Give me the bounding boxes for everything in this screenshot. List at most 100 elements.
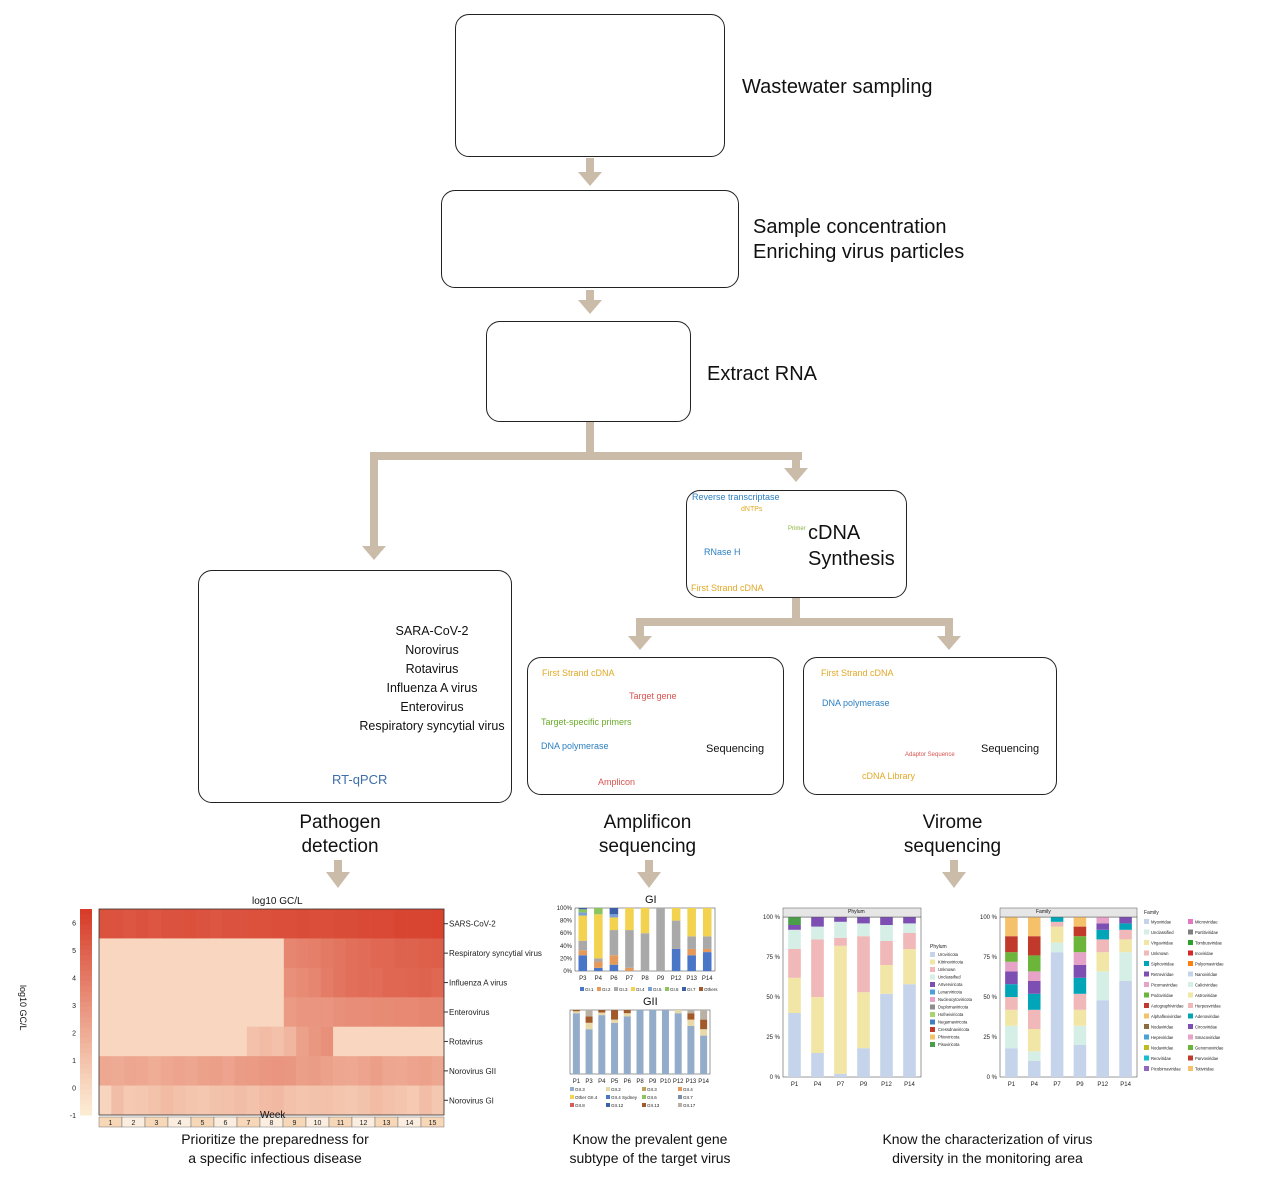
heatmap-cell <box>135 1026 149 1057</box>
legend-label: Herpesviridae <box>1195 1004 1222 1009</box>
bar-segment <box>811 917 824 927</box>
x-tick-label: P1 <box>1008 1082 1016 1088</box>
heatmap-cell <box>407 938 420 969</box>
bar-segment <box>1027 1061 1041 1077</box>
legend-label: Podoviridae <box>1151 993 1174 998</box>
heatmap-cell <box>246 997 260 1028</box>
legend-swatch <box>1188 1003 1193 1008</box>
x-tick-label: P9 <box>649 1079 657 1085</box>
legend-swatch <box>614 987 618 991</box>
colorbar-tick: -1 <box>70 1113 76 1120</box>
heatmap-cell <box>259 909 272 939</box>
bar-segment <box>572 1011 580 1014</box>
cdna-reverse-transcriptase: Reverse transcriptase <box>692 492 780 502</box>
heatmap-cell <box>333 1085 346 1116</box>
legend-swatch <box>642 1103 646 1107</box>
heatmap-cell <box>111 1026 124 1057</box>
bar-segment <box>903 933 916 949</box>
colorbar-tick: 5 <box>72 948 76 955</box>
legend-swatch <box>606 1087 610 1091</box>
heatmap-cell <box>259 938 272 969</box>
step-concentration-2: Enriching virus particles <box>753 241 965 263</box>
step-cdna-1: cDNA <box>808 522 861 544</box>
heatmap-cell <box>148 1026 161 1057</box>
bar-segment <box>857 936 870 993</box>
legend-swatch <box>1144 1066 1149 1071</box>
heatmap-cell <box>419 1056 432 1086</box>
heatmap-cell <box>320 1085 334 1116</box>
x-tick-label: P4 <box>1031 1082 1039 1088</box>
bar-segment <box>700 1029 708 1036</box>
heatmap-cell <box>99 1056 112 1086</box>
heatmap-cell <box>407 1026 420 1057</box>
heatmap-cell <box>222 997 235 1028</box>
heatmap-cell <box>222 1056 235 1086</box>
bar-segment <box>594 967 603 971</box>
legend-swatch <box>1188 971 1193 977</box>
colorbar-segment <box>80 950 92 956</box>
step-extract: Extract RNA <box>707 363 818 385</box>
bar-segment <box>623 1013 631 1017</box>
colorbar-segment <box>80 960 92 967</box>
bar-segment <box>1073 977 1087 994</box>
heatmap-cell <box>197 1056 211 1086</box>
cdna-rnase: RNase H <box>704 547 741 557</box>
legend-swatch <box>678 1103 682 1107</box>
legend-swatch <box>606 1095 610 1099</box>
heatmap-cell <box>345 909 359 939</box>
legend-title: Phylum <box>930 944 947 950</box>
week-label: 3 <box>155 1120 159 1127</box>
facet-strip <box>999 907 1138 918</box>
bar-segment <box>903 917 916 924</box>
legend-label: GII.3 <box>647 1087 657 1092</box>
bar-segment <box>625 908 634 931</box>
bar-segment <box>1073 952 1087 965</box>
bar-segment <box>594 961 603 968</box>
bar-segment <box>649 1010 657 1074</box>
cdna-dntps: dNTPs <box>741 506 763 513</box>
legend-label: Cressdnaviricota <box>938 1027 970 1032</box>
legend-label: GII.8 <box>575 1103 585 1108</box>
legend-label: Virgaviridae <box>1151 941 1174 946</box>
legend-label: GII.12 <box>611 1103 624 1108</box>
heatmap-cell <box>271 909 285 939</box>
y-tick-label: 0% <box>563 969 572 975</box>
heatmap-cell <box>296 1085 309 1116</box>
colorbar-tick: 2 <box>72 1031 76 1038</box>
bar-segment <box>611 1019 619 1023</box>
y-tick-label: 0 % <box>987 1075 998 1081</box>
colorbar-segment <box>80 1042 92 1049</box>
bar-segment <box>1050 921 1064 927</box>
colorbar-segment <box>80 1063 92 1070</box>
legend-label: GII.4 Sydney <box>611 1095 638 1100</box>
pathogen-list: SARA-CoV-2 Norovirus Rotavirus Influenza… <box>352 622 512 736</box>
heatmap-cell <box>234 967 248 998</box>
caption-pathogen-1: Prioritize the preparedness for <box>181 1131 369 1147</box>
bar-segment <box>1073 965 1087 978</box>
legend-swatch <box>1188 1034 1193 1040</box>
x-tick-label: P14 <box>702 976 713 982</box>
colorbar-segment <box>80 955 92 961</box>
colorbar-segment <box>80 996 92 1003</box>
pathogen-item: Respiratory syncytial virus <box>359 719 505 733</box>
bar-segment <box>674 1010 682 1014</box>
amplicon-polymerase: DNA polymerase <box>541 741 609 751</box>
heatmap-cell <box>148 997 161 1028</box>
bar-segment <box>1073 1045 1087 1077</box>
heatmap-cell <box>234 938 248 969</box>
legend-label: GI.5 <box>653 987 662 992</box>
colorbar-segment <box>80 945 92 951</box>
heatmap-cell <box>419 938 432 969</box>
bar-segment <box>578 950 588 956</box>
bar-segment <box>578 909 588 913</box>
heatmap-cell <box>357 967 371 998</box>
step-concentration-1: Sample concentration <box>753 216 947 238</box>
heatmap-cell <box>370 938 383 969</box>
legend-swatch <box>1144 971 1149 977</box>
bar-segment <box>609 914 619 918</box>
heatmap-cell <box>172 909 186 939</box>
heatmap-cell <box>135 997 149 1028</box>
legend-label: Kitrinoviricota <box>938 960 964 965</box>
pathogen-item: Enterovirus <box>400 700 464 714</box>
